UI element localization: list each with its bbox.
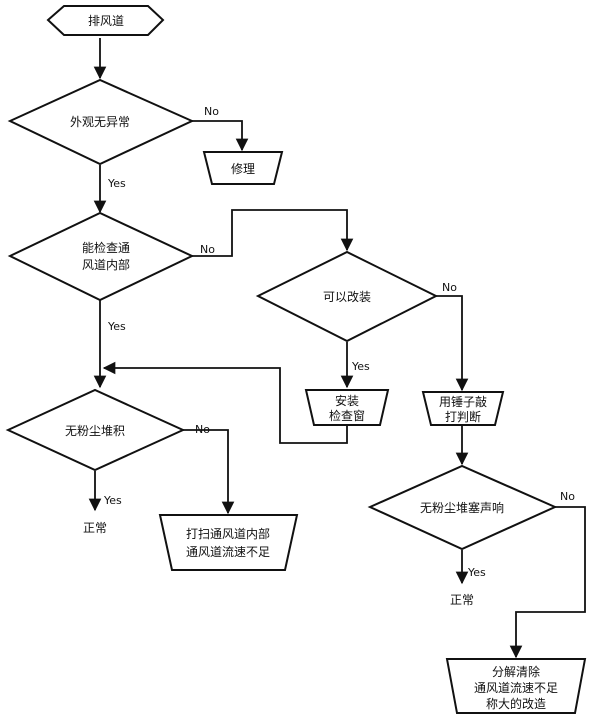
decision-inspect-diamond xyxy=(7,211,195,302)
label-dust-no: No xyxy=(195,423,210,436)
branch-labels: No Yes No Yes No Yes No Yes No Yes xyxy=(103,105,575,579)
remove-trapezoid xyxy=(445,658,587,714)
remove-label-1: 分解清除 xyxy=(492,664,540,679)
normal-label-1: 正常 xyxy=(83,521,107,535)
repair-node: 修理 xyxy=(202,151,284,185)
decision-inspect-label-1: 能检查通 xyxy=(82,240,130,255)
label-modify-no: No xyxy=(442,281,457,294)
label-modify-yes: Yes xyxy=(351,360,370,373)
install-label-2: 检查窗 xyxy=(329,408,365,423)
clean-trapezoid xyxy=(158,514,299,571)
repair-trapezoid xyxy=(202,151,284,185)
start-node: 排风道 xyxy=(46,5,165,36)
connector-noise-no xyxy=(509,506,586,659)
decision-appearance-diamond xyxy=(7,78,195,166)
connector-install-loop xyxy=(102,361,348,444)
connector-modify-no xyxy=(436,295,469,392)
decision-appearance: 外观无异常 xyxy=(7,78,195,166)
decision-inspect: 能检查通 风道内部 xyxy=(7,211,195,302)
decision-dust: 无粉尘堆积 xyxy=(5,388,186,472)
decision-appearance-label: 外观无异常 xyxy=(70,115,130,129)
clean-label-2: 通风道流速不足 xyxy=(186,545,270,559)
normal-label-2: 正常 xyxy=(450,593,474,607)
install-label-1: 安装 xyxy=(335,393,359,408)
connector-appearance-no xyxy=(192,120,249,152)
connector-inspect-no xyxy=(192,209,354,257)
hammer-label-2: 打判断 xyxy=(445,409,481,424)
hammer-node: 用锤子敲 打判断 xyxy=(421,391,505,426)
remove-label-2: 通风道流速不足 xyxy=(474,681,558,695)
decision-noise-diamond xyxy=(367,464,558,551)
install-trapezoid xyxy=(304,389,390,426)
label-inspect-yes: Yes xyxy=(107,320,126,333)
connector-dust-no xyxy=(183,429,235,515)
remove-node: 分解清除 通风道流速不足 称大的改造 xyxy=(445,658,587,714)
decision-modify-diamond xyxy=(255,250,439,343)
decision-dust-diamond xyxy=(5,388,186,472)
decision-noise: 无粉尘堆塞声响 xyxy=(367,464,558,551)
decision-noise-label: 无粉尘堆塞声响 xyxy=(420,500,504,515)
label-noise-yes: Yes xyxy=(467,566,486,579)
label-dust-yes: Yes xyxy=(103,494,122,507)
label-noise-no: No xyxy=(560,490,575,503)
install-node: 安装 检查窗 xyxy=(304,389,390,426)
connectors xyxy=(88,38,586,659)
decision-modify: 可以改装 xyxy=(255,250,439,343)
hammer-trapezoid xyxy=(421,391,505,426)
start-label: 排风道 xyxy=(88,14,124,28)
label-appearance-yes: Yes xyxy=(107,177,126,190)
remove-label-3: 称大的改造 xyxy=(486,696,546,711)
start-hexagon xyxy=(46,5,165,36)
label-appearance-no: No xyxy=(204,105,219,118)
clean-node: 打扫通风道内部 通风道流速不足 xyxy=(158,514,299,571)
label-inspect-no: No xyxy=(200,243,215,256)
repair-label: 修理 xyxy=(231,161,255,176)
decision-dust-label: 无粉尘堆积 xyxy=(65,424,125,438)
decision-modify-label: 可以改装 xyxy=(323,290,371,304)
clean-label-1: 打扫通风道内部 xyxy=(186,526,270,541)
hammer-label-1: 用锤子敲 xyxy=(439,394,487,409)
decision-inspect-label-2: 风道内部 xyxy=(82,257,130,272)
